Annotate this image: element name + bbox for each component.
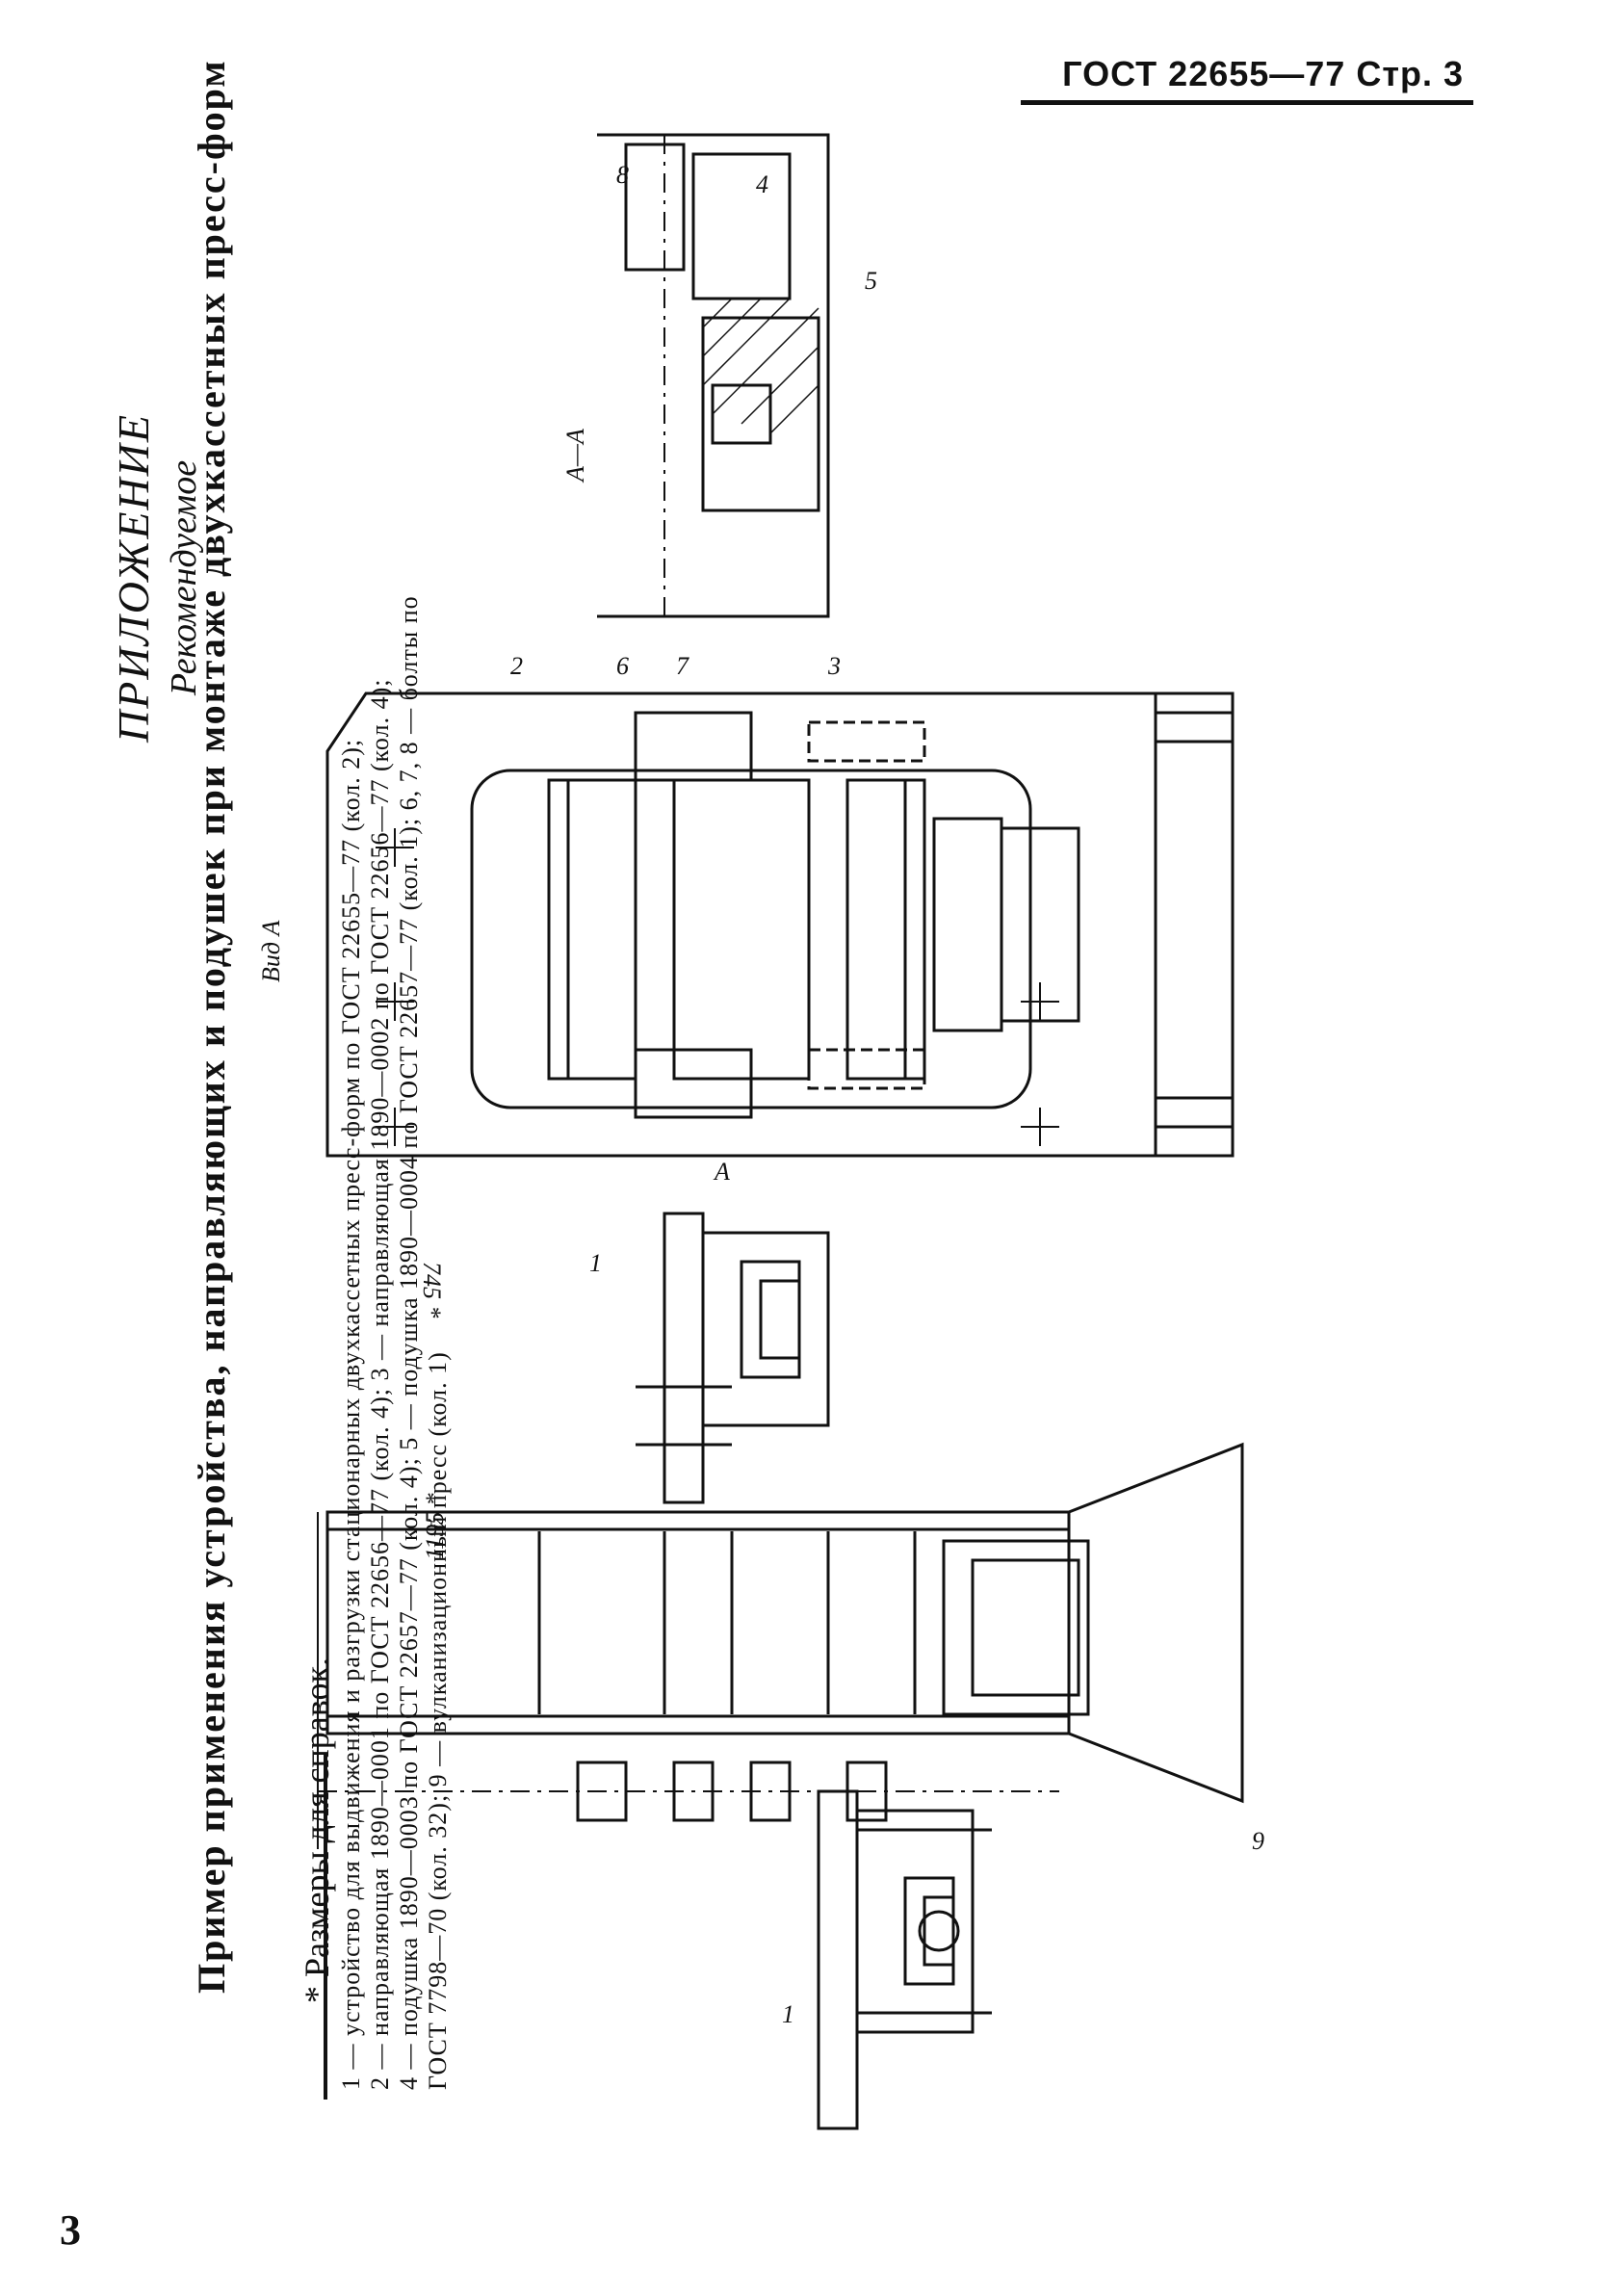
standard-number: ГОСТ 22655—77: [1062, 54, 1346, 93]
crosshair-markers: [376, 828, 1059, 1146]
press-front-view: [325, 691, 1235, 1158]
callout-1-lower: 1: [782, 2000, 794, 2028]
legend-line: 2 — направляющая 1890—0001 по ГОСТ 22656…: [366, 678, 394, 2090]
callout-5: 5: [865, 267, 877, 295]
callout-7: 7: [676, 652, 689, 680]
legend-line: 1 — устройство для выдвижения и разгрузк…: [337, 738, 365, 2090]
callout-6: 6: [616, 652, 629, 680]
callout-4: 4: [756, 170, 768, 198]
dimension-1195: 1195 *: [421, 1493, 449, 1560]
loader-device-upper: [636, 1212, 830, 1504]
page-label: Стр. 3: [1356, 54, 1464, 93]
section-label: А—А: [561, 429, 589, 483]
reference-note: * Размеры для справок.: [298, 1657, 336, 2003]
legend-line: 4 — подушка 1890—0003 по ГОСТ 22657—77 (…: [395, 595, 423, 2090]
arrow-label: А: [713, 1158, 730, 1186]
callout-9: 9: [1252, 1827, 1264, 1855]
press-side-view: [317, 1442, 1244, 1849]
page-number: 3: [60, 2206, 81, 2254]
callout-8: 8: [616, 161, 629, 189]
legend-line: ГОСТ 7798—70 (кол. 32); 9 — вулканизацио…: [424, 1351, 452, 2090]
legend: 1 — устройство для выдвижения и разгрузк…: [337, 595, 453, 2090]
legend-rule: [324, 1753, 327, 2100]
callout-1-upper: 1: [589, 1249, 602, 1277]
loader-device-lower: [817, 1789, 992, 2130]
section-a-a: [597, 133, 830, 618]
callout-2: 2: [510, 652, 523, 680]
header-rule: [1021, 100, 1473, 105]
dimension-745: 745 *: [418, 1262, 446, 1318]
page-header: ГОСТ 22655—77 Стр. 3: [1040, 54, 1464, 94]
view-label: Вид А: [257, 920, 285, 982]
callout-3: 3: [827, 652, 841, 680]
